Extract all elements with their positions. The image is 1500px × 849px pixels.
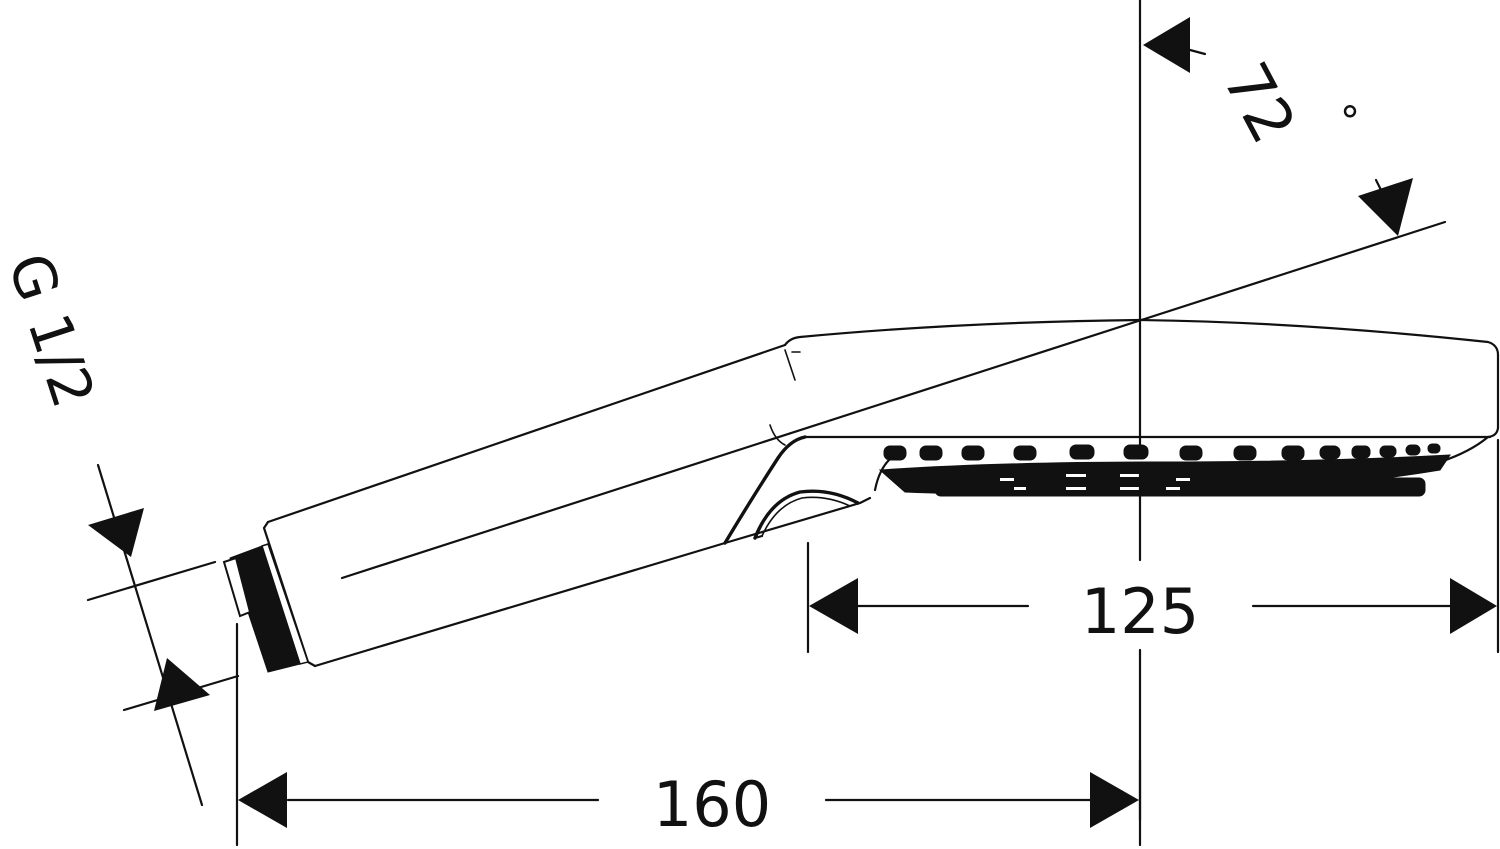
thread-label: G 1/2: [0, 245, 108, 415]
thumb-button-outer: [753, 489, 860, 540]
angle-arrow-left: [1143, 17, 1190, 73]
thread-arrow-upper: [88, 508, 144, 557]
head-top-outline: [783, 318, 1500, 439]
dim-160-arrow-left: [238, 772, 287, 828]
thread-dimension-line: [96, 463, 204, 807]
handle-lower-edge: [313, 541, 727, 668]
join-tick-upper: [784, 349, 796, 381]
head-lower-edge: [723, 496, 872, 545]
thread-arrow-lower: [154, 658, 210, 711]
thumb-button-inner: [761, 496, 851, 537]
spray-nozzles: [878, 443, 1451, 497]
degree-symbol: °: [1340, 99, 1360, 145]
thumb-button-base: [753, 534, 764, 540]
dim-125-label: 125: [1081, 575, 1199, 648]
nozzle-highlights: [1000, 474, 1190, 490]
shower-body: [262, 318, 1500, 668]
dim-125-arrow-left: [809, 578, 858, 634]
dim-125-arrow-right: [1450, 578, 1497, 634]
thread-ring: [261, 543, 309, 665]
angle-dimension: 72 °: [1143, 17, 1413, 236]
head-neck-curve: [723, 435, 807, 545]
angle-arrow-right-tail: [1374, 178, 1384, 194]
angle-value-label: 72: [1209, 51, 1310, 155]
head-length-dimension: 125: [806, 438, 1500, 654]
dim-160-arrow-right: [1090, 772, 1139, 828]
handle-axis-line: [340, 220, 1447, 580]
angle-arrow-right: [1358, 178, 1413, 236]
thread-dimension: G 1/2: [0, 245, 240, 807]
handle-upper-edge: [266, 343, 787, 524]
angle-arrow-left-tail: [1188, 48, 1207, 56]
dim-160-label: 160: [653, 768, 771, 841]
overall-length-dimension: 160: [235, 622, 1142, 847]
nozzle-row-top: [883, 443, 1441, 461]
thread-flat: [222, 556, 252, 618]
thread-extension-upper: [86, 560, 217, 602]
thread-connector: [222, 543, 309, 673]
